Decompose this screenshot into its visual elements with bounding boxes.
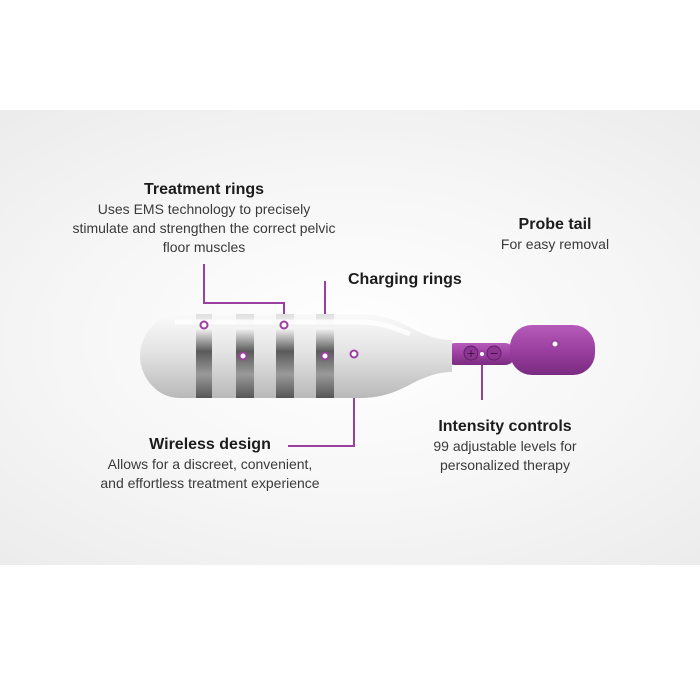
minus-symbol: − xyxy=(489,347,498,360)
callout-title: Wireless design xyxy=(149,436,271,453)
callout-title: Probe tail xyxy=(518,216,592,233)
marker-intensity xyxy=(478,350,486,358)
marker-wireless xyxy=(349,349,359,359)
device-body xyxy=(140,314,452,398)
callout-treatment-rings: Treatment rings Uses EMS technology to p… xyxy=(70,180,338,257)
plus-button-icon xyxy=(463,345,479,361)
minus-button-icon xyxy=(486,345,502,361)
marker-probe-tail xyxy=(550,339,560,349)
callout-intensity-controls: Intensity controls 99 adjustable levels … xyxy=(405,417,605,475)
intensity-buttons: + − xyxy=(463,345,502,361)
callout-title: Treatment rings xyxy=(143,181,265,198)
callout-description: For easy removal xyxy=(500,236,610,252)
callout-description: Allows for a discreet, convenient, and e… xyxy=(100,456,320,491)
callout-markers xyxy=(199,320,560,361)
callout-charging-rings: Charging rings xyxy=(348,270,488,290)
marker-treatment-ring-1 xyxy=(199,320,209,330)
marker-treatment-ring-2 xyxy=(279,320,289,330)
callout-description: 99 adjustable levels for personalized th… xyxy=(433,438,577,473)
callout-title: Intensity controls xyxy=(438,418,572,435)
metal-rings xyxy=(196,314,334,398)
callout-wireless-design: Wireless design Allows for a discreet, c… xyxy=(95,435,325,493)
callout-title: Charging rings xyxy=(348,271,462,288)
callout-description: Uses EMS technology to precisely stimula… xyxy=(72,201,336,255)
plus-symbol: + xyxy=(466,347,475,360)
marker-charging-ring-1 xyxy=(238,351,248,361)
marker-charging-ring-2 xyxy=(320,351,330,361)
callout-probe-tail: Probe tail For easy removal xyxy=(480,215,630,254)
